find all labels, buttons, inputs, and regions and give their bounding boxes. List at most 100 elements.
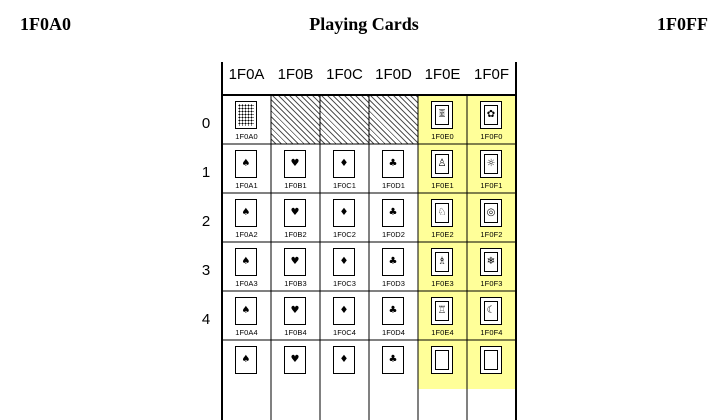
- chart-cell: ♠1F0A4: [222, 291, 271, 340]
- chart-cell: ♥1F0B3: [271, 242, 320, 291]
- tarot-card-glyph: ♖: [431, 297, 453, 325]
- code-point-label: 1F0A2: [235, 230, 258, 239]
- playing-card-glyph: ♠: [235, 297, 257, 325]
- header-start-code: 1F0A0: [20, 14, 71, 34]
- playing-card-glyph: ♣: [382, 150, 404, 178]
- tarot-card-glyph: 🃠: [431, 101, 453, 129]
- card-symbol: [238, 104, 254, 126]
- code-point-label: 1F0B2: [284, 230, 307, 239]
- card-symbol: ♙: [435, 154, 449, 174]
- page-title: Playing Cards: [309, 14, 419, 34]
- code-point-label: 1F0D1: [381, 181, 405, 190]
- code-point-label: 1F0E0: [431, 132, 454, 141]
- tarot-card-glyph: ♘: [431, 199, 453, 227]
- code-point-label: 1F0E3: [431, 279, 454, 288]
- code-point-label: 1F0B4: [284, 328, 307, 337]
- playing-card-glyph: ♣: [382, 297, 404, 325]
- tarot-card-glyph: ☾: [480, 297, 502, 325]
- card-symbol: ♠: [241, 305, 251, 316]
- chart-cell: ♦ 1F0C2: [320, 193, 369, 242]
- column-header-1f0a: 1F0A: [228, 66, 265, 83]
- tarot-card-glyph: ♙: [431, 150, 453, 178]
- chart-cell: ♥ 1F0B4: [271, 291, 320, 340]
- chart-cell: ♥ 1F0B1: [271, 144, 320, 193]
- code-point-label: 1F0C4: [332, 328, 356, 337]
- column-header-1f0d: 1F0D: [375, 66, 412, 83]
- chart-cell: ♣: [369, 340, 418, 389]
- code-point-label: 1F0B1: [284, 181, 307, 190]
- code-point-label: 1F0A1: [235, 181, 258, 190]
- chart-cell: 1F0A0: [222, 95, 271, 144]
- card-symbol: ♦: [339, 354, 349, 365]
- playing-card-glyph: ♠: [235, 150, 257, 178]
- playing-card-glyph: ♥: [284, 297, 306, 325]
- card-symbol: ♥: [290, 158, 300, 169]
- chart-cell: ♗ 1F0E3: [418, 242, 467, 291]
- column-header-1f0f: 1F0F: [473, 66, 509, 83]
- card-symbol: ♖: [435, 301, 449, 321]
- chart-cell: ♦ 1F0C4: [320, 291, 369, 340]
- playing-card-glyph: ♠: [235, 346, 257, 374]
- chart-cell: [271, 95, 320, 144]
- row-header-1: 1: [201, 164, 211, 181]
- card-symbol: ☼: [484, 154, 498, 174]
- card-symbol: ◎: [484, 203, 498, 223]
- code-point-label: 1F0E2: [431, 230, 454, 239]
- code-point-label: 1F0C2: [332, 230, 356, 239]
- code-point-label: 1F0F4: [480, 328, 503, 337]
- card-symbol: ♣: [388, 158, 398, 169]
- playing-card-glyph: ♦: [333, 199, 355, 227]
- playing-card-glyph: ♥: [284, 248, 306, 276]
- card-symbol: ❄: [484, 252, 498, 272]
- code-point-label: 1F0E4: [431, 328, 454, 337]
- code-point-label: 1F0A3: [235, 279, 258, 288]
- card-back-glyph: [235, 101, 257, 129]
- card-symbol: ♥: [290, 207, 300, 218]
- code-point-label: 1F0C1: [332, 181, 356, 190]
- card-symbol: ♥: [290, 305, 300, 316]
- card-symbol: ♣: [388, 305, 398, 316]
- code-point-label: 1F0A0: [235, 132, 258, 141]
- code-point-label: 1F0D2: [381, 230, 405, 239]
- card-symbol: ♦: [339, 158, 349, 169]
- card-symbol: ♥: [290, 354, 300, 365]
- chart-cell: ♠1F0A2: [222, 193, 271, 242]
- chart-cell: ♠ 1F0A3: [222, 242, 271, 291]
- tarot-card-glyph: [431, 346, 453, 374]
- chart-cell: ☼1F0F1: [467, 144, 516, 193]
- playing-card-glyph: ♣: [382, 199, 404, 227]
- card-symbol: ♠: [241, 158, 251, 169]
- code-point-label: 1F0D3: [381, 279, 405, 288]
- code-point-label: 1F0C3: [332, 279, 356, 288]
- playing-card-glyph: ♠: [235, 248, 257, 276]
- chart-cell: ♙1F0E1: [418, 144, 467, 193]
- chart-cell: ✿ 1F0F0: [467, 95, 516, 144]
- playing-card-glyph: ♣: [382, 248, 404, 276]
- tarot-card-glyph: ◎: [480, 199, 502, 227]
- code-point-label: 1F0F0: [480, 132, 503, 141]
- tarot-card-glyph: ♗: [431, 248, 453, 276]
- code-point-label: 1F0D4: [381, 328, 405, 337]
- playing-card-glyph: ♣: [382, 346, 404, 374]
- chart-cell: ♦ 1F0C1: [320, 144, 369, 193]
- card-symbol: ♠: [241, 354, 251, 365]
- card-symbol: ✿: [484, 105, 498, 125]
- chart-cell: ♖ 1F0E4: [418, 291, 467, 340]
- chart-cell: ♥: [271, 340, 320, 389]
- card-symbol: ♠: [241, 256, 251, 267]
- tarot-card-glyph: ✿: [480, 101, 502, 129]
- chart-cell: ♣ 1F0D4: [369, 291, 418, 340]
- chart-cell: 🃠 1F0E0: [418, 95, 467, 144]
- column-header-1f0b: 1F0B: [277, 66, 314, 83]
- chart-cell: ♣ 1F0D1: [369, 144, 418, 193]
- tarot-card-glyph: [480, 346, 502, 374]
- chart-cell: ♣ 1F0D2: [369, 193, 418, 242]
- chart-cell: ♠ 1F0A1: [222, 144, 271, 193]
- playing-card-glyph: ♦: [333, 297, 355, 325]
- card-symbol: ♦: [339, 256, 349, 267]
- chart-cell: ◎1F0F2: [467, 193, 516, 242]
- card-symbol: 🃠: [435, 105, 449, 125]
- header-end-code: 1F0FF: [657, 14, 708, 34]
- card-symbol: ♘: [435, 203, 449, 223]
